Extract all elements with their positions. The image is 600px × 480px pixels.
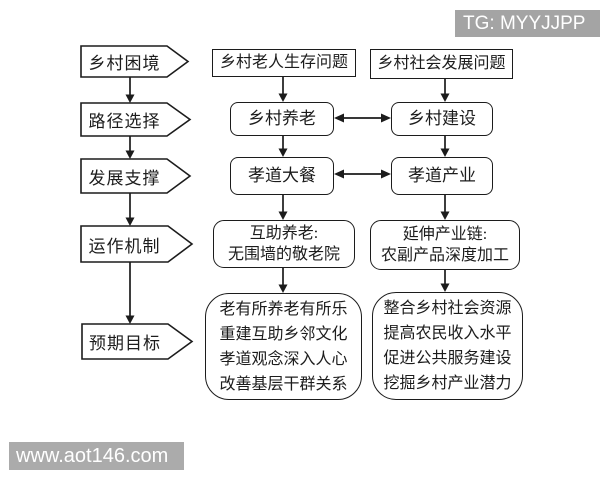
stage-label-dilemma: 乡村困境 (88, 54, 161, 73)
elder-goal-3: 孝道观念深入人心 (219, 350, 348, 368)
node-elder-goals: 老有所养老有所乐 重建互助乡邻文化 孝道观念深入人心 改善基层干群关系 (205, 293, 362, 400)
stage-shape-3 (80, 158, 192, 194)
stage-label-path-choice: 路径选择 (88, 112, 161, 131)
node-rural-construction: 乡村建设 (391, 102, 493, 136)
elder-goal-1: 老有所养老有所乐 (219, 300, 348, 318)
node-mutual-aid-eldercare: 互助养老: 无围墙的敬老院 (213, 220, 355, 268)
stage-label-operating-mechanism: 运作机制 (88, 236, 161, 256)
elder-goal-4: 改善基层干群关系 (219, 375, 348, 393)
arrow-lines (129, 76, 446, 316)
development-goal-1: 整合乡村社会资源 (383, 300, 512, 317)
node-elder-problem: 乡村老人生存问题 (212, 49, 356, 77)
node-filial-piety-meal: 孝道大餐 (230, 157, 334, 195)
mutual-aid-line2: 无围墙的敬老院 (227, 246, 340, 263)
development-goal-3: 促进公共服务建设 (383, 350, 512, 367)
stage-label-expected-goals: 预期目标 (89, 334, 161, 353)
elder-goal-2: 重建互助乡邻文化 (219, 325, 348, 343)
stage-shape-2 (80, 102, 192, 137)
stage-shape-4 (80, 225, 194, 263)
mutual-aid-line1: 互助养老: (249, 225, 319, 242)
development-goal-4: 挖掘乡村产业潜力 (383, 375, 512, 392)
node-extend-industry-chain: 延伸产业链: 农副产品深度加工 (370, 220, 520, 270)
development-goal-2: 提高农民收入水平 (383, 325, 512, 342)
website-watermark: www.aot146.com (9, 442, 184, 470)
stage-label-development-support: 发展支撑 (88, 168, 161, 188)
node-development-goals: 整合乡村社会资源 提高农民收入水平 促进公共服务建设 挖掘乡村产业潜力 (372, 292, 523, 400)
industry-chain-line2: 农副产品深度加工 (380, 247, 509, 264)
industry-chain-line1: 延伸产业链: (402, 226, 488, 243)
node-filial-piety-industry: 孝道产业 (391, 157, 493, 195)
stage-shape-5 (81, 323, 194, 360)
stage-shape-1 (80, 45, 190, 78)
node-development-problem: 乡村社会发展问题 (370, 49, 513, 79)
node-rural-eldercare: 乡村养老 (230, 102, 334, 136)
arrow-heads (125, 93, 450, 324)
telegram-badge: TG: MYYJJPP (455, 10, 600, 37)
